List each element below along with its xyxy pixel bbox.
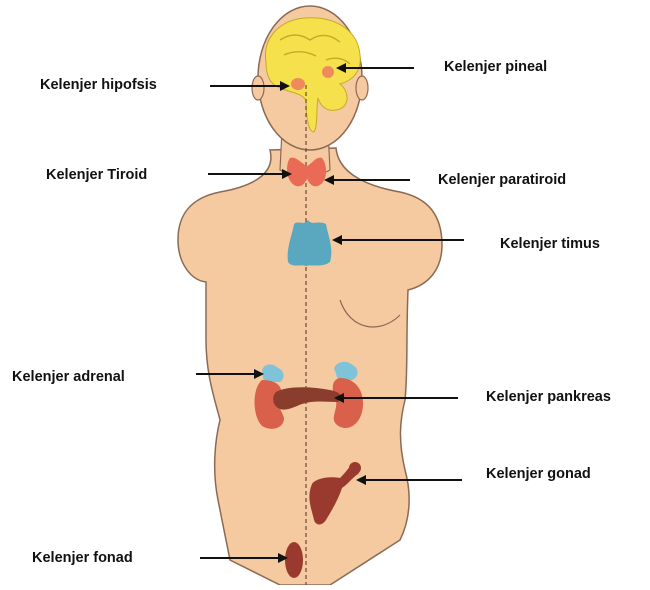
label-tiroid: Kelenjer Tiroid: [46, 168, 147, 183]
right-ear: [356, 76, 368, 100]
left-ear: [252, 76, 264, 100]
label-hipofsis: Kelenjer hipofsis: [40, 78, 157, 93]
label-pineal: Kelenjer pineal: [444, 60, 547, 75]
label-timus: Kelenjer timus: [500, 237, 600, 252]
thymus-gland: [288, 220, 332, 266]
label-pankreas: Kelenjer pankreas: [486, 390, 611, 405]
label-gonad: Kelenjer gonad: [486, 467, 591, 482]
body-outline: [178, 148, 442, 585]
fonad-gland: [285, 542, 303, 578]
label-paratiroid: Kelenjer paratiroid: [438, 173, 566, 188]
label-adrenal: Kelenjer adrenal: [12, 370, 125, 385]
label-fonad: Kelenjer fonad: [32, 551, 133, 566]
ovary: [349, 462, 361, 474]
pituitary-gland: [291, 78, 305, 90]
pineal-gland: [322, 66, 334, 78]
